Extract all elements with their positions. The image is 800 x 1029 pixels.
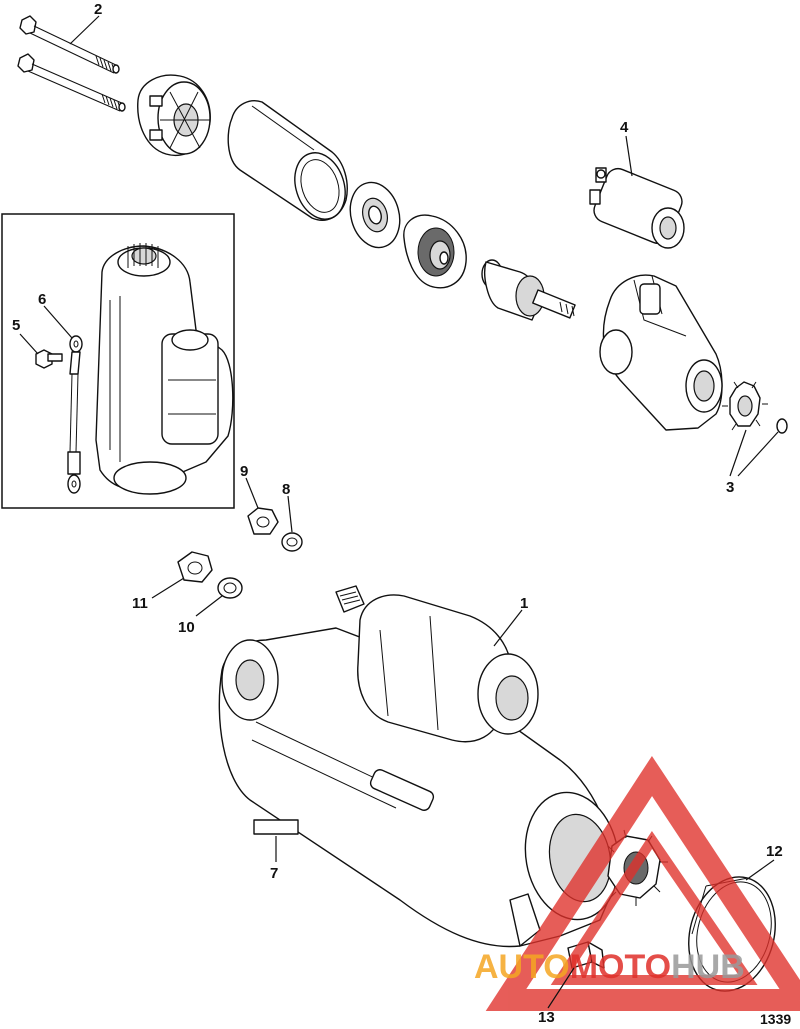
decal-part	[253, 819, 299, 835]
through-bolt-lower	[17, 53, 126, 112]
through-bolt-parts	[17, 15, 126, 112]
lock-washer-small-part	[281, 532, 303, 552]
hex-nut-small-part	[247, 507, 279, 535]
planetary-gear-housing	[403, 214, 467, 289]
thrust-washer	[349, 181, 401, 249]
callout-2: 2	[94, 1, 102, 18]
through-bolt-upper	[19, 15, 120, 74]
callout-3: 3	[726, 479, 734, 496]
watermark-text-moto: MOTO	[570, 948, 671, 986]
watermark-triangle-inner	[550, 831, 758, 985]
watermark-text: AUTOMOTOHUB	[474, 948, 745, 986]
screw-part	[35, 349, 63, 369]
callout-1: 1	[520, 595, 528, 612]
figure-reference-number: 1339	[760, 1011, 791, 1027]
commutator-end-frame	[137, 74, 211, 156]
ground-cable-part	[67, 335, 83, 494]
watermark-text-auto: AUTO	[474, 948, 570, 986]
drive-shaft-assembly	[481, 259, 576, 321]
watermark-triangle-outer	[485, 755, 800, 1011]
callout-11: 11	[132, 595, 148, 612]
callout-6: 6	[38, 291, 46, 308]
callout-4: 4	[620, 119, 629, 136]
callout-9: 9	[240, 463, 248, 480]
solenoid-part	[589, 167, 685, 249]
callout-8: 8	[282, 481, 290, 498]
hex-nut-large-part	[177, 551, 213, 583]
watermark-text-hub: HUB	[671, 948, 745, 986]
inset-starter-view	[95, 243, 234, 495]
inset-frame	[1, 213, 235, 509]
callout-10: 10	[178, 619, 195, 636]
leader-lines	[19, 15, 779, 1009]
callout-7: 7	[270, 865, 278, 882]
callout-13: 13	[538, 1009, 555, 1026]
drive-end-housing	[599, 274, 723, 431]
starter-motor-assembly	[218, 585, 668, 948]
callout-5: 5	[12, 317, 20, 334]
automotohub-watermark-logo	[485, 755, 800, 1011]
snap-ring-part	[776, 418, 788, 434]
callout-12: 12	[766, 843, 783, 860]
field-frame-housing	[227, 100, 348, 221]
pinion-gear-part	[722, 381, 768, 431]
lock-washer-large-part	[217, 577, 243, 599]
